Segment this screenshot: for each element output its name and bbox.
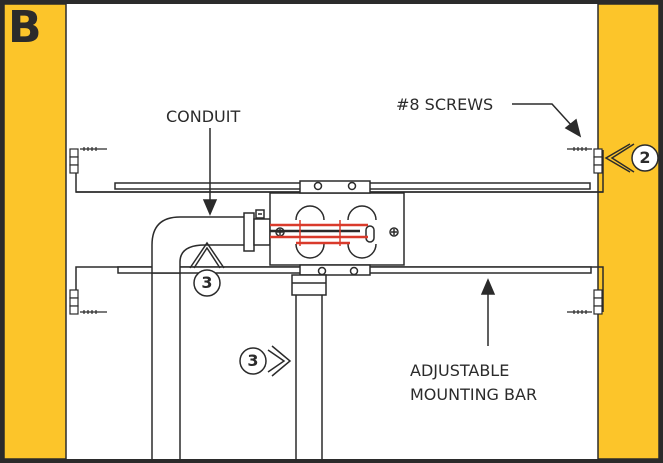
bracket-left-top [69,147,107,174]
screws-label: #8 SCREWS [396,95,494,114]
callout-2-shape [604,143,659,173]
junction-box [269,180,405,276]
mounting-bar-label-line2: MOUNTING BAR [410,385,538,404]
wires [270,220,368,246]
callout-3-pipe-shape [239,345,292,377]
conduit-connector [243,209,271,252]
pipe-coupler [291,274,327,296]
bracket-left-bottom [69,289,107,315]
conduit-leader-arrow [202,128,218,216]
bracket-right-top [567,147,603,174]
conduit-pipe-center [295,295,323,461]
screws-leader-arrow [512,103,582,138]
callout-2-number: 2 [639,148,651,167]
callout-3-pipe-number: 3 [247,351,259,370]
callout-3-conduit-number: 3 [201,273,213,292]
mounting-bar-label-line1: ADJUSTABLE [410,361,510,380]
mounting-bar-leader-arrow [480,278,496,346]
callout-3-conduit-shape [189,241,225,297]
panel-letter: B [8,2,42,53]
left-joist [3,3,67,460]
right-joist [597,3,660,460]
conduit-label: CONDUIT [166,107,241,126]
conduit-pipe-left [151,273,181,461]
bracket-right-bottom [567,289,603,315]
